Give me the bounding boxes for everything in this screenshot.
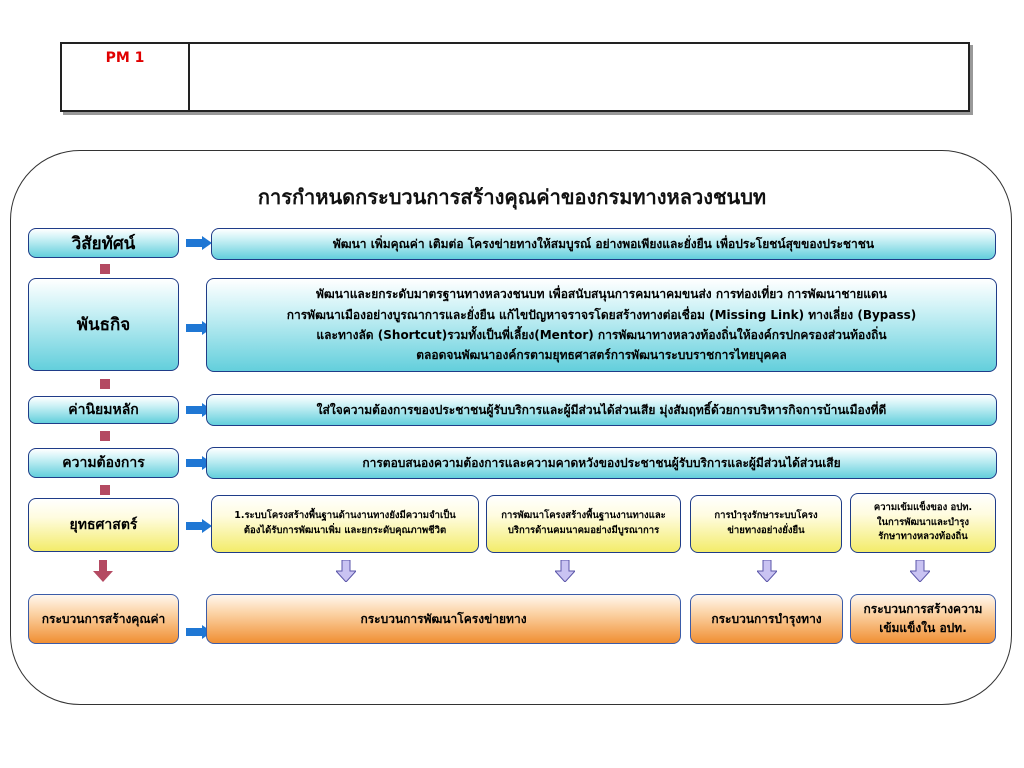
strategy-label-box: ยุทธศาสตร์ — [28, 498, 179, 552]
strategy-item-4: ความเข้มแข็งของ อปท. ในการพัฒนาและบำรุง … — [850, 493, 996, 553]
strategy-item-3-line-1: การบำรุงรักษาระบบโครง — [714, 510, 818, 522]
process-item-2-text: กระบวนการบำรุงทาง — [711, 611, 822, 626]
down-arrow-icon-4 — [910, 560, 930, 582]
strategy-item-4-line-2: ในการพัฒนาและบำรุง — [876, 516, 970, 528]
process-item-3: กระบวนการสร้างความ เข้มแข็งใน อปท. — [850, 594, 996, 644]
needs-content-box: การตอบสนองความต้องการและความคาดหวังของปร… — [206, 447, 997, 479]
vision-arrow-icon — [186, 236, 212, 250]
header-table: PM 1 — [60, 42, 970, 112]
process-item-1-text: กระบวนการพัฒนาโครงข่ายทาง — [360, 611, 527, 626]
strategy-item-2: การพัฒนาโครงสร้างพื้นฐานงานทางและ บริการ… — [486, 495, 681, 553]
process-label: กระบวนการสร้างคุณค่า — [41, 611, 166, 626]
mission-line-4: ตลอดจนพัฒนาองค์กรตามยุทธศาสตร์การพัฒนาระ… — [416, 348, 787, 363]
header-empty-cell — [190, 44, 968, 110]
strategy-arrow-icon — [186, 519, 212, 533]
connector-1 — [100, 264, 110, 274]
header-code: PM 1 — [62, 44, 190, 110]
strategy-item-3: การบำรุงรักษาระบบโครง ข่ายทางอย่างยั่งยื… — [690, 495, 842, 553]
needs-label-box: ความต้องการ — [28, 448, 179, 478]
needs-label: ความต้องการ — [62, 455, 145, 471]
strategy-item-3-line-2: ข่ายทางอย่างยั่งยืน — [727, 525, 805, 536]
process-item-3-line-1: กระบวนการสร้างความ — [863, 602, 983, 617]
down-arrow-icon-2 — [555, 560, 575, 582]
vision-text: พัฒนา เพิ่มคุณค่า เติมต่อ โครงข่ายทางให้… — [332, 236, 875, 251]
process-item-3-line-2: เข้มแข็งใน อปท. — [879, 621, 967, 635]
vision-label-box: วิสัยทัศน์ — [28, 228, 179, 258]
mission-line-3: และทางลัด (Shortcut)รวมทั้งเป็นพี่เลี้ยง… — [316, 328, 887, 342]
values-text: ใส่ใจความต้องการของประชาชนผู้รับบริการแล… — [316, 402, 887, 417]
process-item-2: กระบวนการบำรุงทาง — [690, 594, 843, 644]
diagram-title: การกำหนดกระบวนการสร้างคุณค่าของกรมทางหลว… — [257, 185, 767, 209]
mission-content-box: พัฒนาและยกระดับมาตรฐานทางหลวงชนบท เพื่อส… — [206, 278, 997, 372]
strategy-item-2-line-2: บริการด้านคมนาคมอย่างมีบูรณาการ — [507, 525, 660, 536]
strategy-item-1-line-1: 1.ระบบโครงสร้างพื้นฐานด้านงานทางยังมีควา… — [234, 510, 456, 522]
process-item-1: กระบวนการพัฒนาโครงข่ายทาง — [206, 594, 681, 644]
needs-arrow-icon — [186, 456, 212, 470]
needs-text: การตอบสนองความต้องการและความคาดหวังของปร… — [362, 455, 841, 470]
connector-5-icon — [93, 560, 113, 582]
mission-label-box: พันธกิจ — [28, 278, 179, 371]
strategy-item-4-line-1: ความเข้มแข็งของ อปท. — [873, 501, 973, 513]
strategy-item-2-line-1: การพัฒนาโครงสร้างพื้นฐานงานทางและ — [501, 510, 666, 522]
strategy-label: ยุทธศาสตร์ — [69, 517, 138, 533]
values-label: ค่านิยมหลัก — [68, 402, 139, 418]
mission-arrow-icon — [186, 321, 212, 335]
mission-line-2: การพัฒนาเมืองอย่างบูรณาการและยั่งยืน แก้… — [286, 307, 917, 322]
connector-3 — [100, 431, 110, 441]
connector-2 — [100, 379, 110, 389]
process-label-box: กระบวนการสร้างคุณค่า — [28, 594, 179, 644]
strategy-item-4-line-3: รักษาทางหลวงท้องถิ่น — [878, 531, 968, 543]
values-label-box: ค่านิยมหลัก — [28, 396, 179, 424]
strategy-item-1: 1.ระบบโครงสร้างพื้นฐานด้านงานทางยังมีควา… — [211, 495, 479, 553]
mission-label: พันธกิจ — [76, 315, 131, 335]
down-arrow-icon-1 — [336, 560, 356, 582]
down-arrow-icon-3 — [757, 560, 777, 582]
connector-4 — [100, 485, 110, 495]
values-arrow-icon — [186, 403, 212, 417]
vision-content-box: พัฒนา เพิ่มคุณค่า เติมต่อ โครงข่ายทางให้… — [211, 228, 996, 260]
process-arrow-icon — [186, 625, 212, 639]
vision-label: วิสัยทัศน์ — [71, 233, 136, 254]
strategy-item-1-line-2: ต้องได้รับการพัฒนาเพิ่ม และยกระดับคุณภาพ… — [243, 525, 447, 536]
values-content-box: ใส่ใจความต้องการของประชาชนผู้รับบริการแล… — [206, 394, 997, 426]
mission-line-1: พัฒนาและยกระดับมาตรฐานทางหลวงชนบท เพื่อส… — [316, 287, 887, 302]
diagram-frame — [10, 150, 1012, 705]
